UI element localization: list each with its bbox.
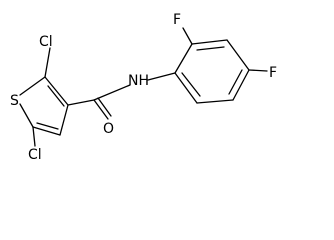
atom-chlorine-bottom: Cl bbox=[28, 147, 42, 163]
bond-ar2-ar3 bbox=[191, 39, 228, 45]
bond-ar4-ar5 bbox=[232, 69, 250, 101]
bond-c2-c3 bbox=[44, 76, 69, 106]
bond-ar2-f bbox=[182, 27, 193, 45]
atom-amide-nh: NH bbox=[128, 73, 149, 89]
atom-oxygen: O bbox=[103, 121, 114, 137]
bond-ar1-ar2 bbox=[174, 43, 193, 74]
bond-ar6-ar1-inner bbox=[181, 72, 201, 97]
bond-ar4-f bbox=[248, 69, 268, 72]
bond-c4-c5-inner bbox=[36, 122, 59, 130]
structure-diagram: S Cl Cl O NH F F bbox=[10, 12, 277, 163]
bond-c2-c3-inner bbox=[47, 85, 65, 107]
bond-carbonyl-o-1 bbox=[93, 99, 109, 120]
atom-chlorine-top: Cl bbox=[39, 34, 53, 50]
bond-c5-cl bbox=[32, 126, 36, 147]
bond-ar3-ar4 bbox=[226, 39, 250, 71]
bond-c4-c5 bbox=[32, 126, 61, 136]
bond-ar6-ar1 bbox=[174, 72, 198, 104]
bond-carbonyl-o-2 bbox=[97, 97, 112, 117]
bond-c3-c4 bbox=[59, 104, 69, 136]
atom-fluorine-ortho: F bbox=[173, 12, 181, 28]
bond-ar2-ar3-inner bbox=[196, 46, 225, 51]
bond-ar5-ar6 bbox=[196, 99, 234, 104]
bond-carbonyl-n bbox=[93, 84, 131, 101]
atom-fluorine-para: F bbox=[269, 65, 277, 81]
bond-s1-c2 bbox=[19, 76, 46, 96]
bond-n-aryl bbox=[147, 72, 176, 81]
bond-c2-cl bbox=[44, 47, 51, 78]
bond-c5-s1 bbox=[19, 103, 34, 128]
atom-sulfur: S bbox=[10, 93, 19, 109]
bond-ar4-ar5-inner bbox=[228, 69, 243, 95]
bond-c3-carbonyl bbox=[67, 99, 95, 106]
